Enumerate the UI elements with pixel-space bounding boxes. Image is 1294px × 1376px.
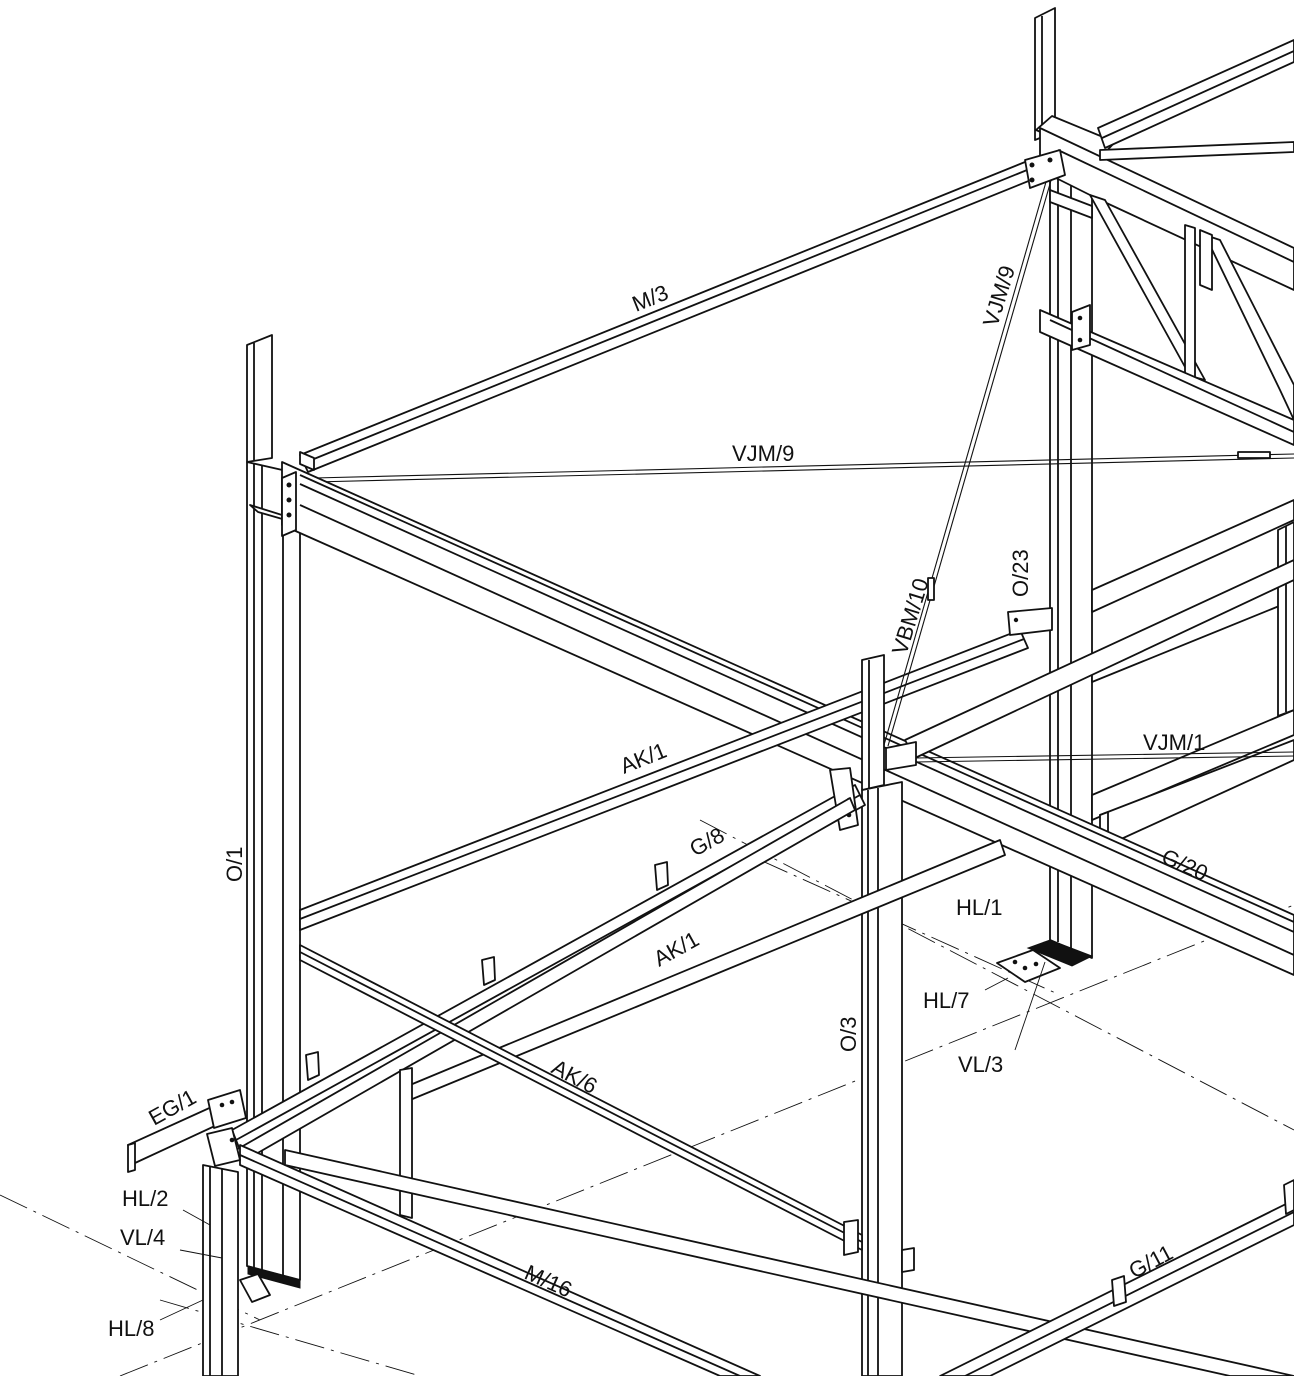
main-beam-diagonal [281,461,1294,976]
label-vjm1: VJM/1 [1143,730,1205,755]
rod-vbm10 [883,149,1066,747]
label-vbm10: VBM/10 [887,575,934,657]
label-o3: O/3 [836,1017,861,1052]
label-vl3: VL/3 [958,1052,1003,1077]
label-ak1-lower: AK/1 [649,926,703,971]
column-o1 [239,334,339,1303]
right-mid-beams [1091,499,1294,849]
label-hl7: HL/7 [923,988,969,1013]
lower-back-beams [299,839,1006,1273]
beam-m3 [299,159,1037,473]
label-hl8: HL/8 [108,1316,154,1341]
beam-ak1-upper [299,607,1053,931]
label-o1: O/1 [222,847,247,882]
label-vl4: VL/4 [120,1225,165,1250]
beam-g11 [939,1179,1294,1376]
roof-truss-right [1039,39,1294,446]
leader-lines [159,961,1046,1321]
column-o3 [861,654,917,1376]
label-o23: O/23 [1008,549,1033,597]
beam-g8 [231,767,866,1151]
rod-vjm9-horizontal [313,451,1294,483]
label-g8: G/8 [685,822,728,861]
label-hl2: HL/2 [122,1186,168,1211]
label-vjm9-horizontal: VJM/9 [732,441,794,466]
column-front-corner [202,1127,241,1376]
beam-ak1-lower [235,797,856,1163]
label-hl1: HL/1 [956,895,1002,920]
beam-eg1 [127,1089,247,1173]
